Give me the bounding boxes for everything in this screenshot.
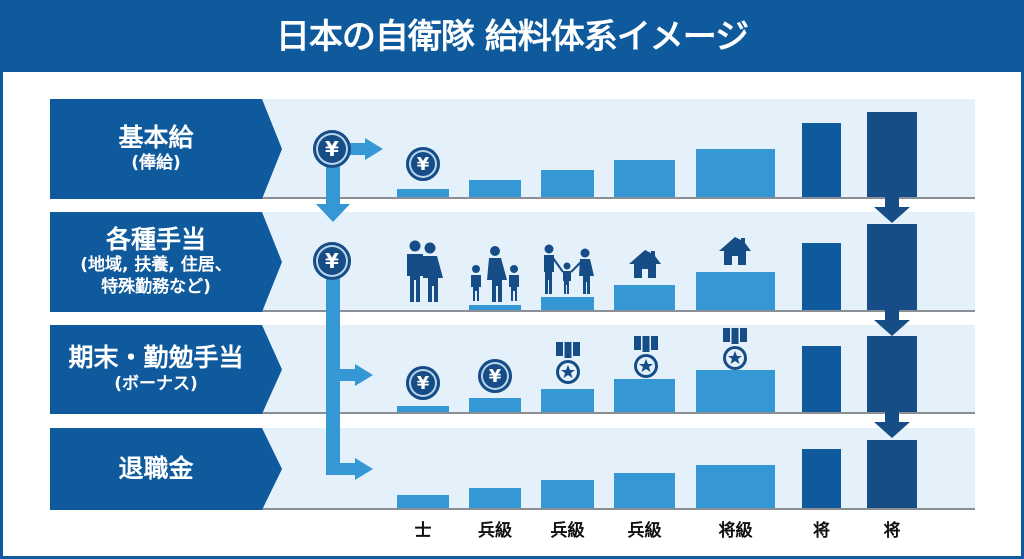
- bar: [614, 379, 675, 412]
- row-teate: 各種手当 (地域, 扶養, 住居、 特殊勤務など): [50, 212, 975, 312]
- baseline: [260, 310, 975, 312]
- baseline: [260, 508, 975, 510]
- flow-branch: [340, 463, 356, 475]
- yen-coin-icon: ¥: [406, 366, 440, 400]
- yen-coin-icon: ¥: [313, 242, 351, 280]
- header: 日本の自衛隊 給料体系イメージ: [0, 0, 1024, 72]
- row-label-kihonkyu: 基本給 (俸給): [50, 99, 282, 199]
- row-label-bonus: 期末・勤勉手当 (ボーナス): [50, 325, 282, 414]
- baseline: [260, 197, 975, 199]
- row-kihonkyu: 基本給 (俸給) ¥: [50, 99, 975, 199]
- baseline: [260, 412, 975, 414]
- dark-flow-stem: [885, 412, 899, 422]
- bar: [469, 488, 521, 508]
- arrow-down-icon: [316, 204, 350, 222]
- bar: [867, 336, 917, 412]
- parent-children-icon: [471, 246, 519, 302]
- flow-arrow-horizontal: [346, 143, 366, 155]
- bar: [802, 449, 841, 508]
- family-icon: [544, 244, 594, 294]
- arrow-down-icon: [874, 422, 910, 438]
- bar: [469, 305, 521, 310]
- bar: [541, 170, 594, 197]
- bar: [696, 149, 775, 197]
- row-bonus: 期末・勤勉手当 (ボーナス) ¥ ¥: [50, 325, 975, 414]
- page-title: 日本の自衛隊 給料体系イメージ: [275, 16, 749, 57]
- bar: [541, 480, 594, 508]
- bar: [397, 495, 449, 508]
- arrow-right-icon: [355, 364, 373, 386]
- flow-branch: [340, 369, 356, 381]
- row-label-taishoku: 退職金: [50, 428, 282, 510]
- bar: [397, 406, 449, 412]
- x-label: 兵級: [550, 521, 585, 541]
- bar: [867, 224, 917, 310]
- bar: [696, 370, 775, 412]
- bar: [469, 180, 521, 197]
- bar: [541, 297, 594, 310]
- bar: [802, 243, 841, 310]
- couple-icon: [407, 240, 443, 302]
- x-label: 将級: [718, 521, 753, 541]
- flow-trunk: [326, 275, 340, 475]
- bar: [696, 272, 775, 310]
- house-icon: [719, 237, 751, 265]
- bar: [614, 285, 675, 310]
- medal-icon: [556, 342, 580, 384]
- x-label: 将: [813, 521, 830, 541]
- bar: [802, 123, 841, 197]
- bar: [696, 465, 775, 508]
- row-label-teate: 各種手当 (地域, 扶養, 住居、 特殊勤務など): [50, 212, 282, 312]
- bar: [541, 389, 594, 412]
- x-label: 兵級: [627, 521, 662, 541]
- dark-flow-stem: [885, 197, 899, 207]
- flow-arrow-vertical: [326, 165, 340, 205]
- medal-icon: [723, 328, 747, 370]
- yen-coin-icon: ¥: [313, 130, 351, 168]
- x-label: 兵級: [478, 521, 512, 541]
- bar: [867, 112, 917, 197]
- arrow-right-icon: [365, 138, 383, 160]
- arrow-down-icon: [874, 320, 910, 336]
- bar: [469, 398, 521, 412]
- bar: [397, 189, 449, 197]
- row-taishoku: 退職金: [50, 428, 975, 510]
- house-icon: [629, 250, 661, 278]
- arrow-down-icon: [874, 207, 910, 223]
- yen-coin-icon: ¥: [406, 147, 440, 181]
- bar: [614, 160, 675, 197]
- arrow-right-icon: [355, 458, 373, 480]
- bar: [802, 346, 841, 412]
- bar: [867, 440, 917, 508]
- medal-icon: [634, 336, 658, 378]
- bar: [614, 473, 675, 508]
- dark-flow-stem: [885, 310, 899, 320]
- x-label: 士: [414, 521, 432, 541]
- x-label: 将: [883, 521, 901, 541]
- yen-coin-icon: ¥: [478, 359, 512, 393]
